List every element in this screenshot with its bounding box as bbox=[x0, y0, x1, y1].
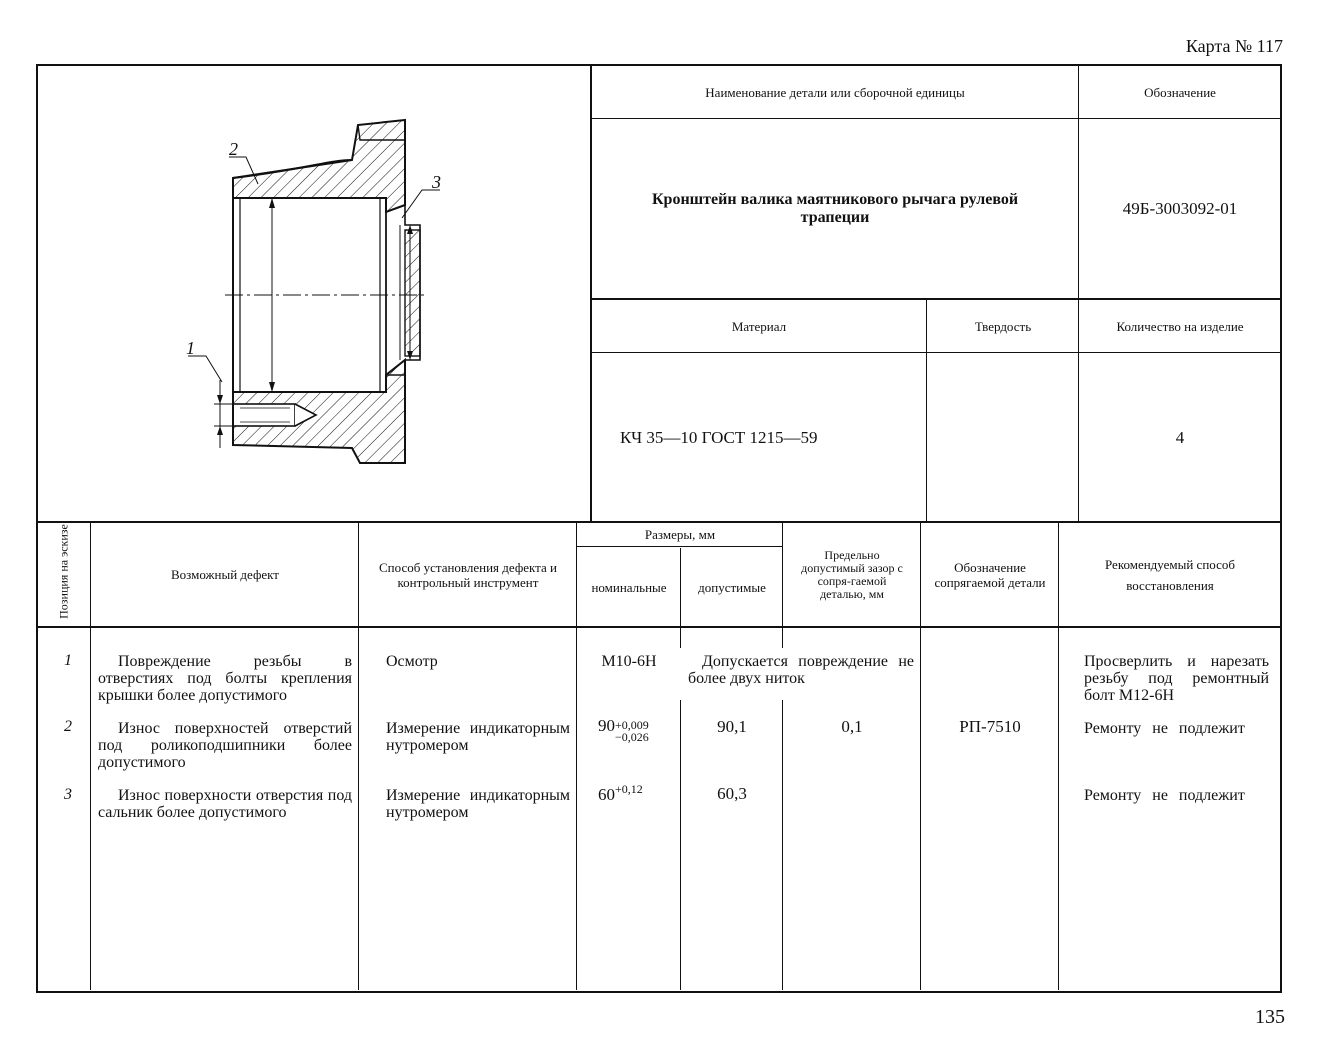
designation: 49Б-3003092-01 bbox=[1122, 199, 1238, 218]
row-3-method: Измерение индикаторным нутромером bbox=[386, 787, 570, 821]
part-name-label: Наименование детали или сборочной единиц… bbox=[705, 84, 965, 100]
row-2-tol-lower: −0,026 bbox=[615, 730, 649, 744]
row-1-repair: Просверлить и нарезать резьбу под ремонт… bbox=[1084, 653, 1269, 704]
defect-header: Возможный дефект bbox=[171, 567, 279, 582]
row-2-tol-upper: +0,009 bbox=[615, 718, 649, 732]
position-header-cell: Позиция на эскизе bbox=[38, 523, 90, 626]
sizes-group-line bbox=[576, 546, 782, 547]
body-line-4b bbox=[680, 700, 681, 990]
method-header: Способ установления дефекта и контрольны… bbox=[379, 559, 557, 590]
page-number: 135 bbox=[1255, 1006, 1285, 1028]
row-2-nominal: 90+0,009−0,026 bbox=[598, 716, 649, 743]
col-line-3 bbox=[576, 523, 577, 626]
row-2-mating: РП-7510 bbox=[959, 717, 1021, 736]
body-line-4a bbox=[680, 628, 681, 648]
sketch-divider bbox=[590, 64, 592, 522]
hardness-value bbox=[928, 420, 1078, 456]
top-wall-section bbox=[232, 118, 406, 214]
row-2-defect: Износ поверхностей отверстий под роликоп… bbox=[98, 720, 352, 771]
header-vline-designation bbox=[1078, 64, 1079, 522]
row-1-method: Осмотр bbox=[386, 653, 438, 670]
designation-label: Обозначение bbox=[1144, 84, 1216, 100]
row-1-defect: Повреждение резьбы в отверстиях под болт… bbox=[98, 653, 352, 704]
table-top-line bbox=[36, 521, 1282, 523]
body-line-3 bbox=[576, 628, 577, 990]
row-2-repair: Ремонту не подлежит bbox=[1084, 720, 1245, 737]
row-2-tolerance: +0,009−0,026 bbox=[615, 719, 649, 743]
part-sketch bbox=[188, 118, 440, 464]
material-value: КЧ 35—10 ГОСТ 1215—59 bbox=[620, 428, 818, 447]
row-2-gap: 0,1 bbox=[841, 717, 863, 736]
row-1-nominal: М10-6Н bbox=[601, 653, 657, 670]
header-line-3 bbox=[592, 352, 1282, 353]
card-label: Карта № 117 bbox=[1185, 36, 1283, 56]
row-2-pos: 2 bbox=[64, 718, 72, 735]
repair-header: Рекомендуемый способ восстановления bbox=[1104, 556, 1235, 593]
allowable-header: допустимые bbox=[698, 579, 766, 595]
part-name: Кронштейн валика маятникового рычага рул… bbox=[651, 191, 1019, 226]
row-3-nominal-base: 60 bbox=[598, 785, 615, 804]
leader-1 bbox=[188, 355, 223, 383]
drill-tip bbox=[294, 403, 318, 427]
hardness-label: Твердость bbox=[974, 318, 1032, 334]
body-line-5a bbox=[782, 628, 783, 648]
frame-top bbox=[36, 64, 1282, 66]
col-line-6 bbox=[920, 523, 921, 626]
quantity-value: 4 bbox=[1175, 428, 1185, 447]
sizes-group-header: Размеры, мм bbox=[644, 527, 716, 542]
row-1-allowable: Допускается повреждение не более двух ни… bbox=[688, 653, 914, 687]
callout-1: 1 bbox=[186, 338, 195, 358]
header-vline-hardness bbox=[926, 298, 927, 522]
row-3-pos: 3 bbox=[64, 786, 72, 803]
max-gap-header: Предельно допустимый зазор с сопря-гаемо… bbox=[801, 547, 903, 601]
callout-3: 3 bbox=[432, 172, 441, 192]
row-3-nominal: 60+0,12 bbox=[598, 782, 643, 805]
material-label: Материал bbox=[731, 318, 787, 334]
col-line-5 bbox=[782, 523, 783, 626]
leader-3 bbox=[401, 189, 440, 219]
nominal-header: номинальные bbox=[591, 579, 667, 595]
header-line-1 bbox=[592, 118, 1282, 119]
mating-part-header: Обозначение сопрягаемой детали bbox=[934, 559, 1046, 590]
seal-seat-hatch bbox=[404, 229, 421, 357]
body-line-6 bbox=[920, 628, 921, 990]
frame-right bbox=[1280, 64, 1282, 992]
col-line-2 bbox=[358, 523, 359, 626]
body-line-5b bbox=[782, 700, 783, 990]
row-3-defect: Износ поверхности отверстия под сальник … bbox=[98, 787, 352, 821]
col-line-4 bbox=[680, 548, 681, 626]
table-header-bottom bbox=[36, 626, 1282, 628]
leader-2 bbox=[229, 156, 259, 185]
body-line-1 bbox=[90, 628, 91, 990]
position-header: Позиция на эскизе bbox=[56, 524, 71, 619]
col-line-7 bbox=[1058, 523, 1059, 626]
header-line-2 bbox=[592, 298, 1282, 300]
row-3-allowable: 60,3 bbox=[717, 784, 747, 803]
row-2-allowable: 90,1 bbox=[717, 717, 747, 736]
row-3-repair: Ремонту не подлежит bbox=[1084, 787, 1245, 804]
row-2-method: Измерение индикаторным нутромером bbox=[386, 720, 570, 754]
upper-boss bbox=[357, 124, 405, 141]
frame-bottom bbox=[36, 991, 1282, 993]
callout-2: 2 bbox=[229, 139, 238, 159]
frame-left bbox=[36, 64, 38, 992]
col-line-1 bbox=[90, 523, 91, 626]
body-line-2 bbox=[358, 628, 359, 990]
row-3-tol-upper: +0,12 bbox=[615, 782, 643, 796]
row-2-nominal-base: 90 bbox=[598, 716, 615, 735]
threaded-hole bbox=[232, 403, 296, 427]
quantity-label: Количество на изделие bbox=[1116, 318, 1244, 334]
body-line-7 bbox=[1058, 628, 1059, 990]
row-1-pos: 1 bbox=[64, 652, 72, 669]
